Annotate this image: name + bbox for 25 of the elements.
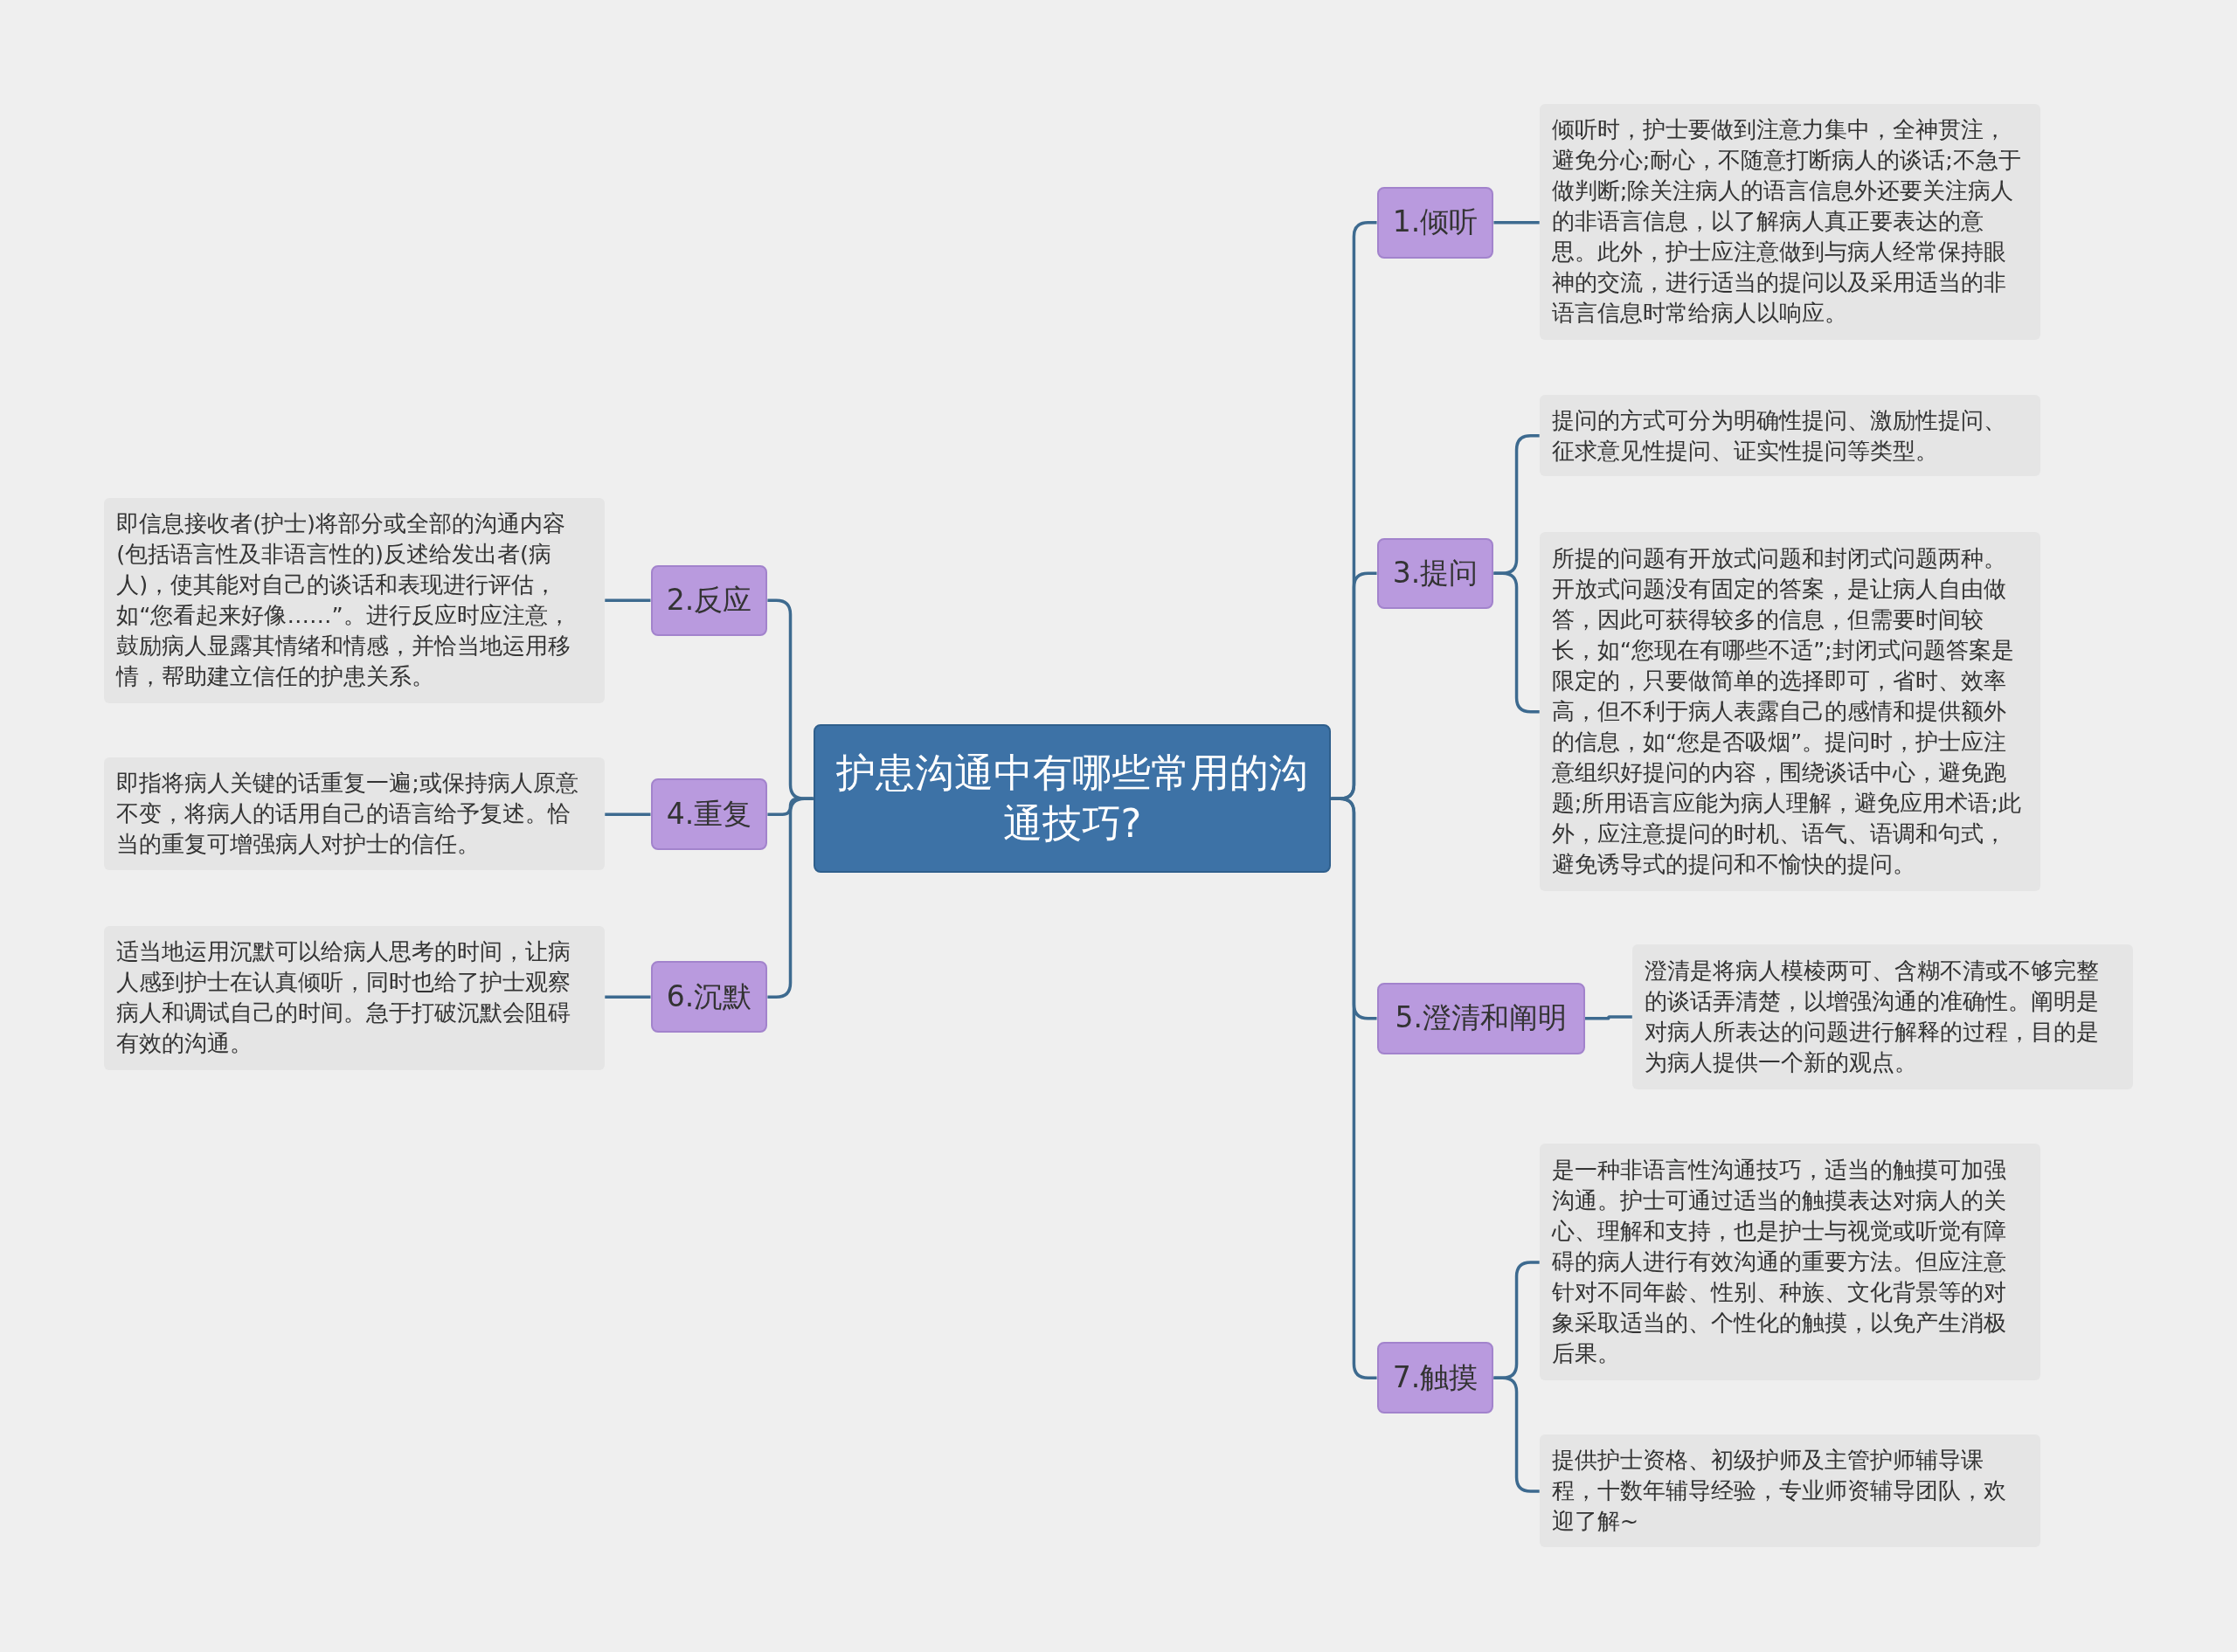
branch-topic: 1.倾听 — [1376, 186, 1494, 259]
branch-topic: 7.触摸 — [1376, 1342, 1494, 1414]
note-card: 倾听时，护士要做到注意力集中，全神贯注，避免分心;耐心，不随意打断病人的谈话;不急于做判断;除关注病人的语言信息外还要关注病人的非语言信息，以了解病人真正要表达的意思。此外，护士应注意做到与病人经常保持眼神的交流，进行适当的提问以及采用适当的非语言信息时常给病人以响应。 — [1539, 104, 2040, 340]
connector-line — [1493, 220, 1540, 225]
branch-topic: 2.反应 — [650, 564, 768, 637]
branch-topic: 6.沉默 — [650, 961, 768, 1033]
note-card: 澄清是将病人模棱两可、含糊不清或不够完整的谈话弄清楚，以增强沟通的准确性。阐明是对病人所表达的问题进行解释的过程，目的是为病人提供一个新的观点。 — [1631, 944, 2133, 1090]
connector-line — [605, 995, 651, 999]
connector-line — [605, 598, 651, 603]
connector-line — [767, 797, 814, 999]
note-card: 提供护士资格、初级护师及主管护师辅导课程，十数年辅导经验，专业师资辅导团队，欢迎了解~ — [1539, 1434, 2040, 1548]
note-card: 即指将病人关键的话重复一遍;或保持病人原意不变，将病人的话用自己的语言给予复述。恰当的重复可增强病人对护士的信任。 — [104, 757, 606, 870]
branch-topic: 4.重复 — [650, 778, 768, 851]
note-card: 是一种非语言性沟通技巧，适当的触摸可加强沟通。护士可通过适当的触摸表达对病人的关心、理解和支持，也是护士与视觉或听觉有障碍的病人进行有效沟通的重要方法。但应注意针对不同年龄、性别、种族、文化背景等的对象采取适当的、个性化的触摸，以免产生消极后果。 — [1539, 1144, 2040, 1381]
connector-line — [605, 812, 651, 816]
branch-topic: 3.提问 — [1376, 537, 1494, 610]
note-card: 适当地运用沉默可以给病人思考的时间，让病人感到护士在认真倾听，同时也给了护士观察病人和调试自己的时间。急于打破沉默会阻碍有效的沟通。 — [104, 925, 606, 1070]
note-card: 即信息接收者(护士)将部分或全部的沟通内容(包括语言性及非语言性的)反述给发出者(病人)，使其能对自己的谈话和表现进行评估，如“您看起来好像……”。进行反应时应注意，鼓励病人显露其情绪和情感，并恰当地运用移情，帮助建立信任的护患关系。 — [104, 497, 606, 703]
note-card: 所提的问题有开放式问题和封闭式问题两种。开放式问题没有固定的答案，是让病人自由做答，因此可获得较多的信息，但需要时间较长，如“您现在有哪些不适”;封闭式问题答案是限定的，只要做简单的选择即可，省时、效率高，但不利于病人表露自己的感情和提供额外的信息，如“您是否吸烟”。提问时，护士应注意组织好提问的内容，围绕谈话中心，避免跑题;所用语言应能为病人理解，避免应用术语;此外，应注意提问的时机、语气、语调和句式，避免诱导式的提问和不愉快的提问。 — [1539, 532, 2040, 892]
central-topic: 护患沟通中有哪些常用的沟通技巧? — [813, 724, 1332, 874]
connector-line — [1584, 1015, 1632, 1020]
branch-topic: 5.澄清和阐明 — [1376, 982, 1585, 1054]
connector-line — [1493, 571, 1540, 714]
connector-line — [1493, 1376, 1540, 1493]
note-card: 提问的方式可分为明确性提问、激励性提问、征求意见性提问、证实性提问等类型。 — [1539, 395, 2040, 477]
